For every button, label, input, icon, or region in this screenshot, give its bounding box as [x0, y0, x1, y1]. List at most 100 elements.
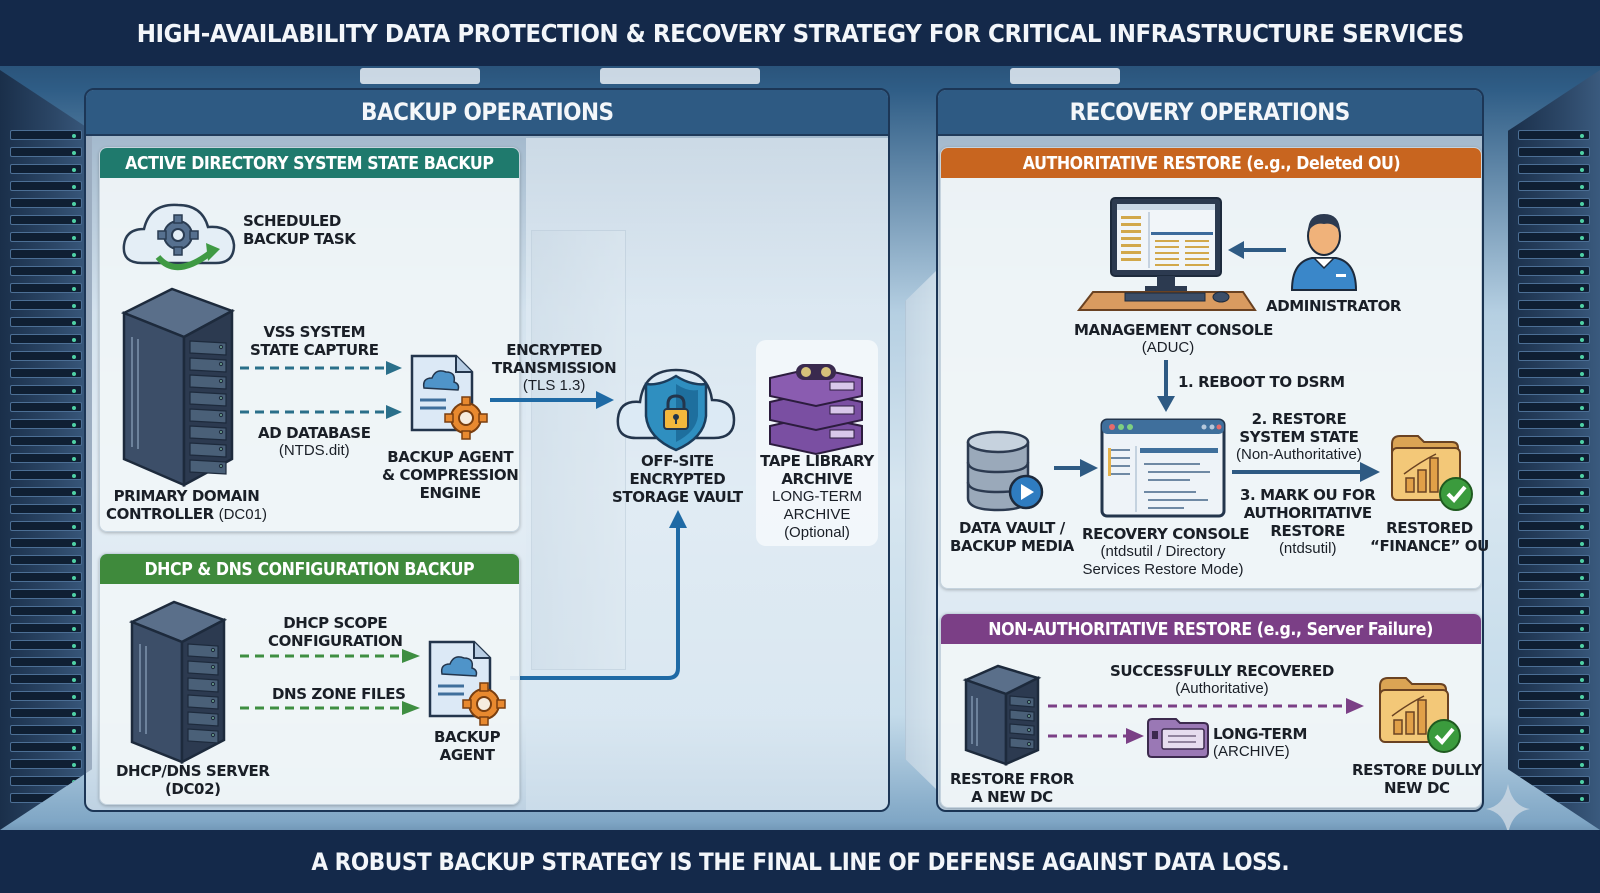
- rack-led: [72, 304, 76, 308]
- rack-slot: [10, 589, 82, 599]
- rack-led: [72, 236, 76, 240]
- tree-node: [1121, 244, 1141, 247]
- cloud-icon: [422, 370, 460, 391]
- list-node: [1185, 240, 1209, 242]
- tape-label: [829, 405, 855, 415]
- success-check-icon: [1439, 477, 1473, 511]
- server-drive-bay: [189, 408, 227, 424]
- list-node: [1185, 264, 1209, 266]
- list-node: [1185, 258, 1209, 260]
- restore-to-ou-arrow: [1232, 462, 1380, 482]
- server-drive-bay: [189, 425, 227, 441]
- rack-slot: [10, 640, 82, 650]
- server-led: [218, 412, 224, 418]
- backup-operations-header: BACKUP OPERATIONS: [86, 90, 888, 136]
- rack-slot: [10, 504, 82, 514]
- non-authoritative-flow-arrows: [1048, 698, 1364, 744]
- rack-slot: [1518, 402, 1590, 412]
- server-led: [218, 395, 224, 401]
- server-led: [218, 344, 224, 350]
- rack-slot: [10, 691, 82, 701]
- rack-slot: [1518, 181, 1590, 191]
- rack-led: [72, 559, 76, 563]
- server-drive-bay: [189, 442, 227, 458]
- tape-reels: [796, 364, 836, 380]
- rack-led: [72, 372, 76, 376]
- rack-led: [1580, 134, 1584, 138]
- rack-slot: [10, 606, 82, 616]
- authoritative-restore-header: AUTHORITATIVE RESTORE (e.g., Deleted OU): [941, 148, 1481, 178]
- page-title: HIGH-AVAILABILITY DATA PROTECTION & RECO…: [136, 18, 1464, 48]
- rack-slot: [10, 215, 82, 225]
- rack-slot: [1518, 572, 1590, 582]
- orange-gear-icon: [444, 396, 488, 440]
- rack-slot: [1518, 521, 1590, 531]
- primary-domain-controller-label: PRIMARY DOMAIN CONTROLLER (DC01): [106, 487, 267, 523]
- rack-led: [1580, 542, 1584, 546]
- backup-agent-icon: [410, 354, 488, 440]
- rack-slot: [1518, 470, 1590, 480]
- server-led: [210, 698, 216, 704]
- rack-led: [72, 168, 76, 172]
- rack-led: [72, 321, 76, 325]
- server-drive-bay: [189, 374, 227, 390]
- list-node: [1155, 252, 1179, 254]
- admin-to-console-arrow: [1228, 241, 1286, 259]
- tape-label: [829, 381, 855, 391]
- management-console-computer-icon: [1076, 197, 1257, 311]
- rack-slot: [1518, 164, 1590, 174]
- server-drive-bay: [187, 728, 219, 744]
- rack-led: [1580, 219, 1584, 223]
- rack-slot: [1518, 419, 1590, 429]
- rack-led: [72, 151, 76, 155]
- tree-node: [1121, 251, 1141, 254]
- rack-slot: [1518, 249, 1590, 259]
- rack-led: [72, 474, 76, 478]
- list-node: [1185, 252, 1209, 254]
- recovery-operations-title: RECOVERY OPERATIONS: [1069, 98, 1351, 126]
- offsite-storage-vault-icon: [616, 368, 736, 452]
- tape-library-icon: [769, 364, 863, 456]
- rack-led: [72, 185, 76, 189]
- rack-led: [72, 525, 76, 529]
- ceiling-light: [360, 68, 480, 84]
- rack-slot: [1518, 215, 1590, 225]
- rack-led: [1580, 763, 1584, 767]
- server-led: [210, 732, 216, 738]
- server-drive-bay: [187, 677, 219, 693]
- rack-slot: [1518, 538, 1590, 548]
- rack-slot: [10, 725, 82, 735]
- server-drive-bay: [189, 340, 227, 356]
- rack-led: [72, 661, 76, 665]
- rack-slot: [1518, 742, 1590, 752]
- rack-slot: [1518, 657, 1590, 667]
- server-led: [218, 446, 224, 452]
- rack-slot: [10, 674, 82, 684]
- data-vault-backup-media-label: DATA VAULT /BACKUP MEDIA: [950, 519, 1074, 555]
- rack-slot: [10, 538, 82, 548]
- rack-led: [72, 253, 76, 257]
- rack-slot: [10, 368, 82, 378]
- rack-slot: [10, 470, 82, 480]
- rack-slot: [10, 351, 82, 361]
- rack-led: [1580, 576, 1584, 580]
- backup-operations-title: BACKUP OPERATIONS: [360, 98, 614, 126]
- orange-gear-icon: [462, 682, 506, 726]
- rack-slot: [1518, 198, 1590, 208]
- step-1-reboot-to-dsrm-label: 1. REBOOT TO DSRM: [1178, 373, 1345, 391]
- rack-slot: [10, 487, 82, 497]
- server-led: [218, 361, 224, 367]
- data-vault-database-icon: [966, 430, 1044, 512]
- list-node: [1155, 246, 1179, 248]
- list-node: [1155, 240, 1179, 242]
- rack-slot: [10, 657, 82, 667]
- rack-led: [72, 406, 76, 410]
- server-led: [210, 664, 216, 670]
- rack-led: [1580, 474, 1584, 478]
